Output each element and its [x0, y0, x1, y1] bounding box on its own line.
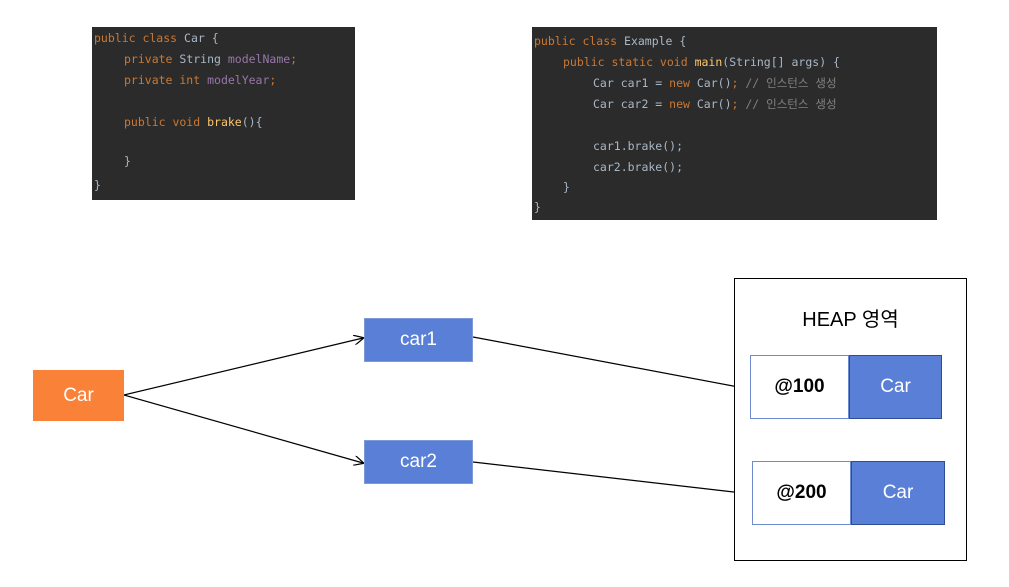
code-line: Car car1 = new Car(); // 인스턴스 생성	[593, 73, 837, 94]
heap-address-100: @100	[750, 355, 849, 419]
code-keyword: public class	[534, 34, 625, 48]
code-field: modelName	[227, 52, 291, 66]
code-method-call: car2.brake();	[593, 160, 684, 174]
code-class-name: Example	[624, 34, 673, 48]
code-class-name: Car	[184, 31, 205, 45]
code-punct: (){	[241, 115, 263, 129]
code-line: public void brake(){	[124, 112, 263, 133]
code-line: }	[563, 177, 570, 198]
code-type: String	[179, 52, 228, 66]
code-keyword: private int	[124, 73, 208, 87]
heap-object-car-1: Car	[849, 355, 942, 419]
code-constructor: Car()	[696, 76, 732, 90]
code-punct: ;	[731, 76, 739, 90]
code-punct: }	[534, 200, 541, 214]
code-line: public class Car {	[94, 28, 219, 49]
code-keyword: new	[669, 76, 697, 90]
code-keyword: new	[669, 97, 697, 111]
code-method-call: car1.brake();	[593, 139, 684, 153]
code-keyword: public static void	[563, 55, 695, 69]
heap-address-200: @200	[752, 461, 851, 525]
code-keyword: public class	[94, 31, 185, 45]
code-field: modelYear	[207, 73, 270, 87]
code-declaration: Car car2 =	[593, 97, 670, 111]
code-line: private String modelName;	[124, 49, 297, 70]
code-line: public static void main(String[] args) {	[563, 52, 840, 73]
code-constructor: Car()	[696, 97, 732, 111]
code-comment: // 인스턴스 생성	[738, 97, 837, 111]
code-keyword: private	[124, 52, 180, 66]
code-punct: {	[672, 34, 687, 48]
code-comment: // 인스턴스 생성	[738, 76, 837, 90]
code-punct: {	[204, 31, 219, 45]
code-declaration: Car car1 =	[593, 76, 670, 90]
code-line: }	[534, 197, 541, 218]
reference-car1-box: car1	[364, 318, 473, 362]
code-line: Car car2 = new Car(); // 인스턴스 생성	[593, 94, 837, 115]
code-punct: ;	[731, 97, 739, 111]
code-method-name: brake	[207, 115, 242, 129]
arrow-car-to-car1	[123, 338, 363, 396]
code-punct: }	[124, 154, 131, 168]
code-punct: }	[563, 180, 570, 194]
code-line: public class Example {	[534, 31, 686, 52]
code-line: }	[124, 151, 131, 172]
code-line: car1.brake();	[593, 136, 683, 157]
arrow-car1-to-heap-100	[472, 336, 749, 389]
code-line: private int modelYear;	[124, 70, 276, 91]
code-params: (String[] args) {	[722, 55, 840, 69]
heap-object-car-2: Car	[851, 461, 945, 525]
car-class-code-panel: public class Car { private String modelN…	[92, 27, 355, 200]
arrow-car2-to-heap-200	[472, 461, 751, 494]
code-punct: ;	[290, 52, 298, 66]
code-punct: ;	[269, 73, 277, 87]
code-line: }	[94, 175, 101, 196]
arrow-car-to-car2	[123, 394, 363, 463]
heap-title: HEAP 영역	[802, 308, 899, 331]
code-punct: }	[94, 178, 101, 192]
reference-car2-box: car2	[364, 440, 473, 484]
code-keyword: public void	[124, 115, 208, 129]
code-line: car2.brake();	[593, 157, 683, 178]
car-class-box: Car	[33, 370, 124, 421]
code-method-name: main	[694, 55, 723, 69]
example-class-code-panel: public class Example { public static voi…	[532, 27, 937, 220]
